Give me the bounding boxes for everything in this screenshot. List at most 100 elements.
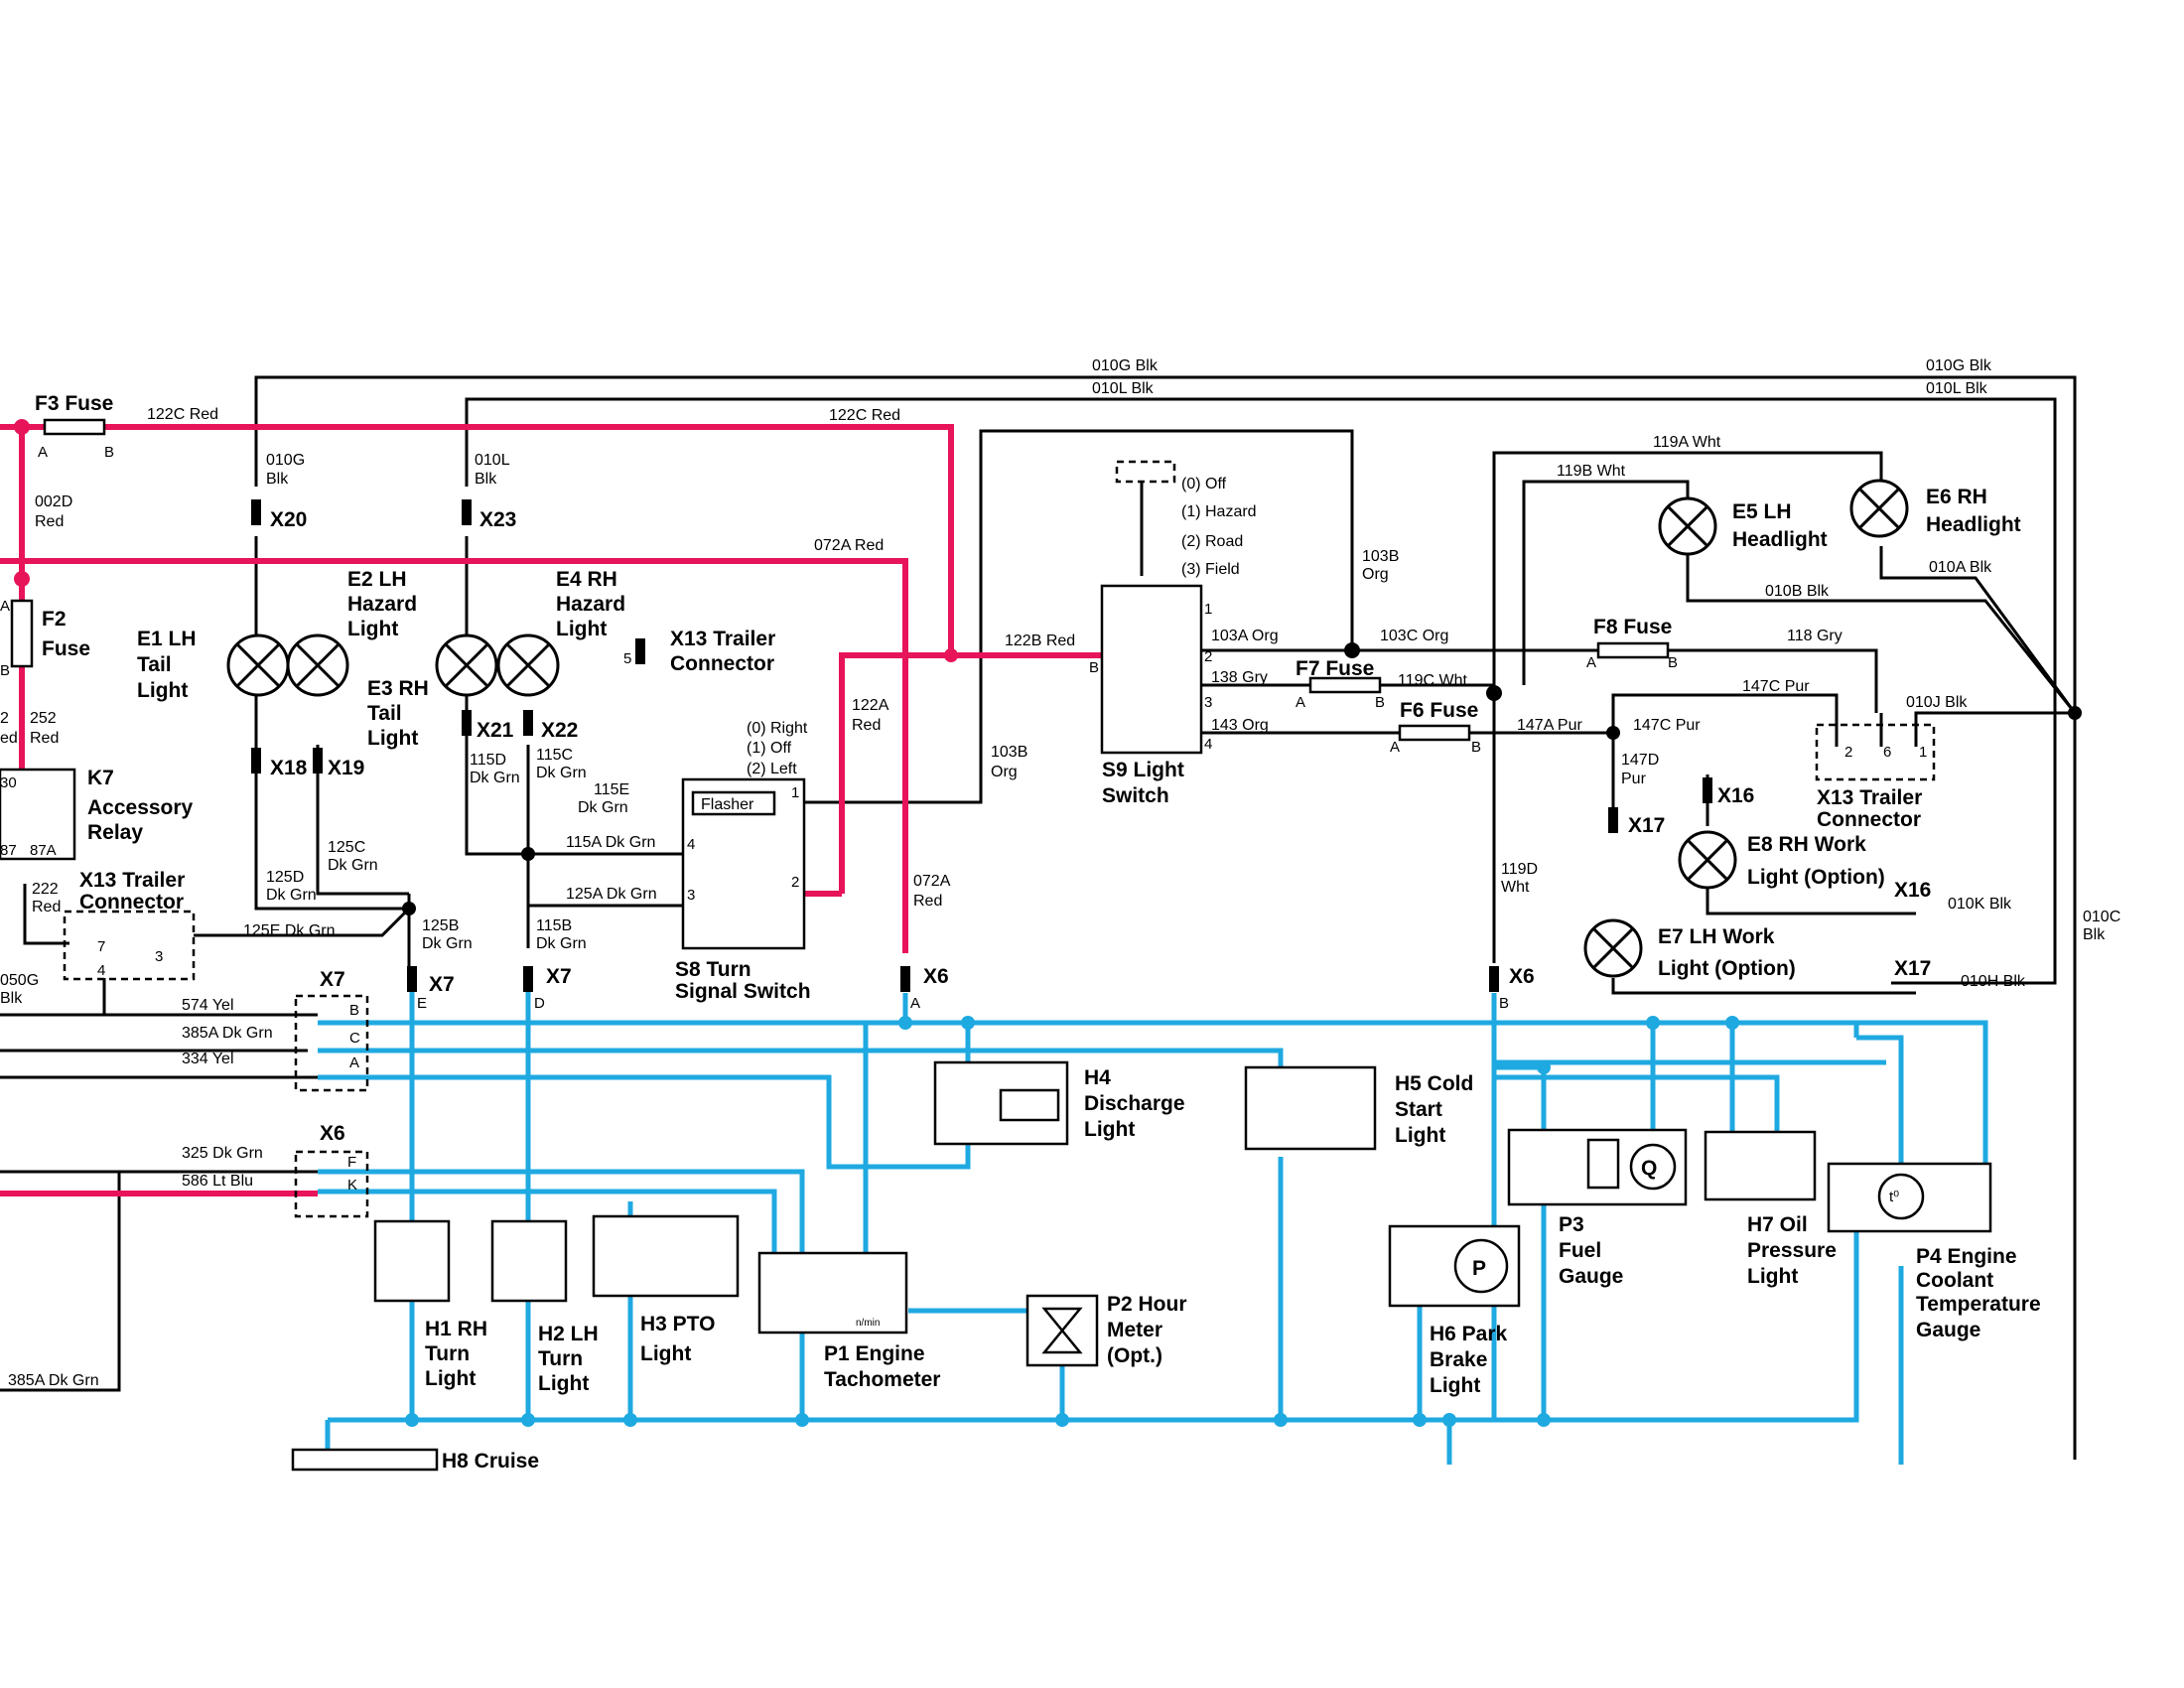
svg-text:010L Blk: 010L Blk (1092, 380, 1155, 397)
svg-text:125C: 125C (328, 839, 365, 856)
svg-text:Light (Option): Light (Option) (1658, 957, 1796, 980)
svg-text:X19: X19 (328, 757, 364, 779)
svg-text:87A: 87A (30, 842, 57, 859)
red-wires (0, 424, 1102, 1196)
x6b-plug (1489, 966, 1499, 992)
svg-text:X6: X6 (923, 965, 949, 988)
e1-lamp (226, 633, 290, 697)
svg-text:(2) Left: (2) Left (747, 761, 797, 777)
svg-text:Accessory: Accessory (87, 796, 194, 819)
svg-text:B: B (1668, 654, 1678, 671)
svg-text:H5 Cold: H5 Cold (1395, 1072, 1473, 1095)
x21-plug (462, 710, 472, 736)
svg-text:Blk: Blk (0, 990, 23, 1007)
svg-text:X13 Trailer: X13 Trailer (670, 628, 775, 650)
svg-text:X17: X17 (1628, 814, 1665, 837)
wire-labels: 010G Blk 010L Blk 010G Blk 010L Blk 122C… (0, 357, 2120, 1389)
svg-text:F8 Fuse: F8 Fuse (1593, 616, 1672, 638)
h2-box (490, 1219, 568, 1303)
svg-text:125E Dk Grn: 125E Dk Grn (243, 922, 335, 939)
svg-text:Blk: Blk (2083, 926, 2106, 943)
svg-text:Q: Q (1641, 1157, 1657, 1180)
svg-text:103C Org: 103C Org (1380, 628, 1448, 644)
svg-text:Headlight: Headlight (1732, 528, 1828, 551)
svg-text:072A: 072A (913, 873, 951, 890)
svg-text:ed: ed (0, 730, 18, 747)
svg-text:Light: Light (1747, 1265, 1798, 1288)
svg-text:E: E (417, 995, 427, 1012)
svg-text:125A Dk Grn: 125A Dk Grn (566, 886, 657, 903)
svg-text:6: 6 (1883, 744, 1891, 761)
svg-text:050G: 050G (0, 972, 39, 989)
svg-text:F2: F2 (42, 608, 67, 631)
svg-text:(1) Off: (1) Off (747, 740, 792, 757)
svg-text:Gauge: Gauge (1559, 1265, 1623, 1288)
svg-text:115C: 115C (536, 747, 573, 764)
x13-trailer-connector-mid: X13 Trailer Connector 5 (623, 628, 775, 675)
svg-text:119D: 119D (1501, 861, 1538, 878)
svg-text:574 Yel: 574 Yel (182, 997, 234, 1014)
x13m5-plug (635, 638, 645, 664)
fuse-f8: F8 Fuse A B (1586, 616, 1678, 671)
x13-trailer-connector-right: X13 Trailer Connector 2 6 1 (1815, 723, 1936, 831)
svg-text:Red: Red (913, 893, 942, 910)
svg-text:1: 1 (791, 784, 799, 801)
svg-text:B: B (0, 662, 10, 679)
svg-text:A: A (1586, 654, 1596, 671)
svg-text:586 Lt Blu: 586 Lt Blu (182, 1173, 253, 1190)
fuse-f3: F3 Fuse A B (35, 392, 114, 461)
svg-text:X13 Trailer: X13 Trailer (1817, 786, 1922, 809)
svg-text:3: 3 (155, 948, 163, 965)
svg-text:E7 LH Work: E7 LH Work (1658, 925, 1775, 948)
svg-text:(0) Off: (0) Off (1181, 476, 1227, 492)
svg-text:F: F (347, 1154, 356, 1171)
svg-text:Dk Grn: Dk Grn (266, 887, 317, 904)
svg-text:E3 RH: E3 RH (367, 677, 429, 700)
svg-text:Org: Org (991, 764, 1018, 780)
svg-text:Discharge: Discharge (1084, 1092, 1185, 1115)
svg-text:2: 2 (0, 710, 9, 727)
svg-text:119B Wht: 119B Wht (1557, 463, 1626, 480)
svg-text:B: B (349, 1002, 359, 1019)
svg-text:H7 Oil: H7 Oil (1747, 1213, 1808, 1236)
svg-text:C: C (349, 1030, 360, 1047)
svg-text:P1 Engine: P1 Engine (824, 1342, 925, 1365)
svg-text:H1 RH: H1 RH (425, 1318, 487, 1340)
e3-lamp (435, 633, 498, 697)
svg-text:Dk Grn: Dk Grn (328, 857, 378, 874)
fuse-f6: F6 Fuse A B (1390, 699, 1481, 756)
svg-text:Light: Light (347, 618, 398, 640)
svg-text:A: A (1296, 694, 1305, 711)
e6-lamp (1849, 479, 1909, 538)
svg-text:Light: Light (367, 727, 418, 750)
svg-text:A: A (0, 598, 10, 615)
svg-text:Hazard: Hazard (347, 593, 417, 616)
x7d-plug (523, 966, 533, 992)
svg-text:Connector: Connector (79, 891, 184, 914)
svg-text:103B: 103B (1362, 548, 1399, 565)
e5-lamp (1658, 496, 1717, 556)
svg-text:002D: 002D (35, 493, 72, 510)
fuse-f2: F2 Fuse A B (0, 598, 90, 679)
svg-text:A: A (38, 444, 48, 461)
svg-text:B: B (1471, 739, 1481, 756)
svg-text:Blk: Blk (266, 471, 289, 488)
svg-text:385A Dk Grn: 385A Dk Grn (8, 1372, 99, 1389)
k7-accessory-relay: K7 Accessory Relay 30 87 87A (0, 767, 194, 861)
svg-text:H8 Cruise: H8 Cruise (442, 1450, 539, 1473)
svg-text:(3) Field: (3) Field (1181, 561, 1240, 578)
temp-gauge-icon (1877, 1173, 1925, 1220)
svg-text:7: 7 (97, 938, 105, 955)
svg-text:118 Gry: 118 Gry (1787, 628, 1843, 644)
svg-text:E5 LH: E5 LH (1732, 500, 1792, 523)
fuse-f7: F7 Fuse A B (1296, 657, 1385, 711)
svg-text:Turn: Turn (425, 1342, 470, 1365)
svg-text:010K Blk: 010K Blk (1948, 896, 2012, 913)
svg-text:(1) Hazard: (1) Hazard (1181, 503, 1257, 520)
x22-plug (523, 710, 533, 736)
svg-text:X20: X20 (270, 508, 307, 531)
svg-text:5: 5 (623, 650, 631, 667)
h3-box (592, 1214, 740, 1298)
svg-text:(Opt.): (Opt.) (1107, 1344, 1162, 1367)
svg-text:115A Dk Grn: 115A Dk Grn (566, 834, 655, 851)
